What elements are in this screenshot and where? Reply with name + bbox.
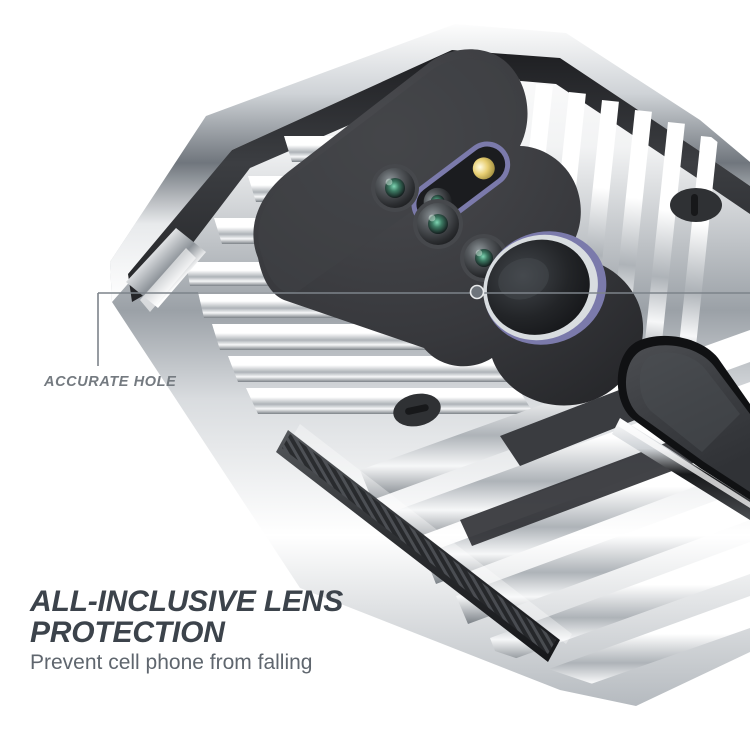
camera-lenses bbox=[371, 141, 607, 345]
kickstand-rod bbox=[612, 418, 750, 520]
callout-leader-line bbox=[97, 284, 750, 366]
led-flash bbox=[472, 157, 495, 180]
corner-bumper-left bbox=[126, 228, 206, 312]
headline-line-2: PROTECTION bbox=[30, 616, 225, 649]
port-cutouts bbox=[393, 188, 722, 427]
headline-line-1: ALL-INCLUSIVE LENS bbox=[30, 585, 344, 618]
side-button-cutout-mid bbox=[393, 393, 441, 427]
page-subheadline: Prevent cell phone from falling bbox=[30, 651, 313, 674]
ring-kickstand-pad bbox=[617, 335, 750, 500]
lens-upper-left bbox=[371, 164, 419, 212]
page-headline: ALL-INCLUSIVE LENS PROTECTION bbox=[30, 586, 490, 648]
callout-target-dot bbox=[470, 285, 484, 299]
right-flank-inserts bbox=[460, 382, 712, 546]
lens-middle bbox=[413, 199, 463, 249]
side-grip-texture bbox=[276, 424, 572, 662]
callout-label-accurate-hole: ACCURATE HOLE bbox=[44, 374, 177, 390]
side-button-cutout-top bbox=[670, 188, 722, 222]
main-lens-large bbox=[483, 231, 607, 345]
